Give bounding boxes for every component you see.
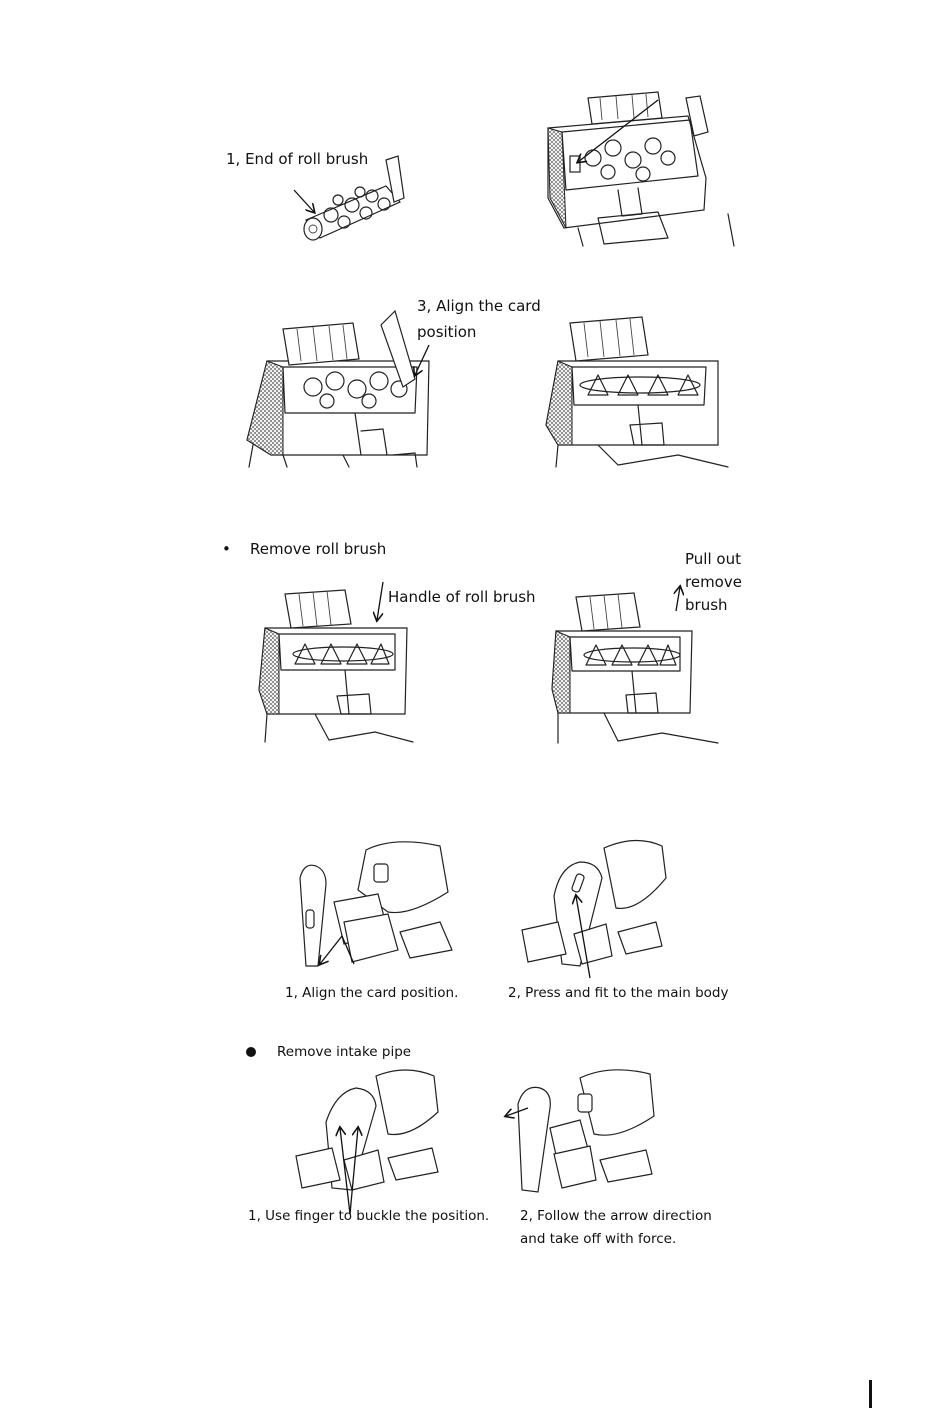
intake-pipe-buckle-illustration (292, 1068, 442, 1198)
remove-intake-pipe-bullet (246, 1047, 256, 1057)
brush-head-handle-illustration (255, 580, 415, 745)
remove-roll-brush-bullet: • (222, 540, 231, 558)
pull-out-label-1: Pull out (685, 550, 741, 568)
intake-pipe-align-illustration (290, 840, 455, 975)
remove-step-1-label: 1, Use finger to buckle the position. (248, 1208, 489, 1224)
install-step-2-label: 2, Press and fit to the main body (508, 985, 728, 1001)
intake-pipe-remove-illustration (500, 1068, 660, 1200)
brush-head-insert-illustration (538, 88, 738, 246)
remove-step-2-label-2: and take off with force. (520, 1231, 676, 1247)
brush-head-installed-illustration (538, 305, 738, 470)
brush-head-pull-out-illustration (548, 585, 728, 745)
remove-step-2-label-1: 2, Follow the arrow direction (520, 1208, 712, 1224)
intake-pipe-press-illustration (518, 838, 668, 978)
brush-head-align-illustration (243, 305, 443, 470)
install-step-1-label: 1, Align the card position. (285, 985, 458, 1001)
remove-roll-brush-heading: Remove roll brush (250, 540, 386, 558)
roll-brush-illustration (286, 150, 426, 245)
page-marker-bar (869, 1380, 872, 1408)
remove-intake-pipe-heading: Remove intake pipe (277, 1044, 411, 1060)
